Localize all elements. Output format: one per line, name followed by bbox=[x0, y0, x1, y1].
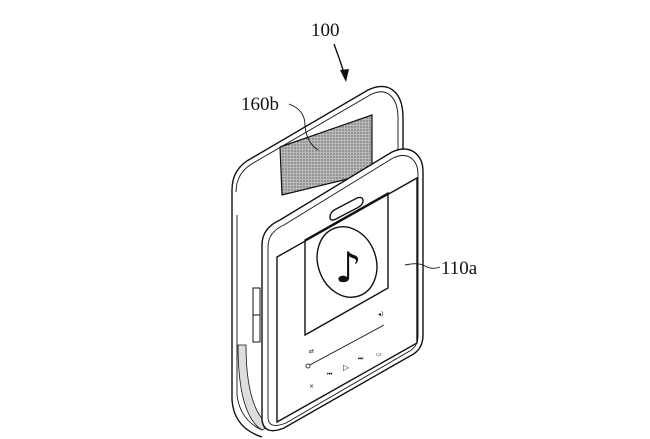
play-icon[interactable]: ▷ bbox=[343, 363, 350, 372]
previous-icon[interactable]: ⏮ bbox=[327, 371, 333, 378]
volume-icon[interactable]: ◂) bbox=[378, 311, 383, 318]
close-icon[interactable]: × bbox=[309, 383, 314, 390]
label-100: 100 bbox=[311, 20, 340, 41]
front-display bbox=[276, 176, 418, 424]
label-160b: 160b bbox=[241, 94, 279, 115]
leader-line-110a bbox=[404, 263, 441, 269]
front-body bbox=[261, 148, 424, 432]
album-art bbox=[304, 191, 389, 337]
arrow-icon bbox=[333, 43, 349, 82]
leader-line-160b bbox=[288, 103, 319, 151]
progress-bar[interactable] bbox=[307, 324, 385, 367]
speaker-slot bbox=[329, 196, 364, 221]
next-icon[interactable]: ⏭ bbox=[358, 355, 364, 362]
progress-knob[interactable] bbox=[305, 363, 311, 369]
shuffle-icon[interactable]: ⇄ bbox=[309, 348, 314, 355]
album-circle bbox=[316, 226, 378, 298]
music-note-icon: ♪ bbox=[335, 243, 362, 292]
repeat-icon[interactable]: ▭ bbox=[376, 351, 382, 358]
side-buttons bbox=[252, 287, 261, 343]
label-110a: 110a bbox=[441, 258, 478, 279]
rear-body bbox=[231, 85, 404, 438]
